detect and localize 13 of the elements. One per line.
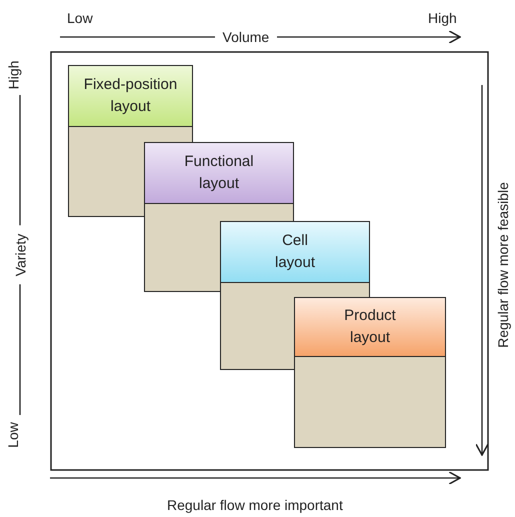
layout-name: Cell layout bbox=[274, 231, 316, 273]
layout-name: Fixed-position layout bbox=[82, 75, 178, 117]
layout-type-box bbox=[294, 297, 446, 357]
axis-title: Volume bbox=[214, 29, 278, 45]
layout-name: Product layout bbox=[343, 306, 397, 348]
axis-note: Regular flow more important bbox=[167, 497, 343, 513]
axis-end-label: Low bbox=[67, 10, 93, 26]
layout-type-box bbox=[220, 221, 370, 283]
axis-end-label: High bbox=[428, 10, 457, 26]
layout-type-box bbox=[144, 142, 294, 204]
layout-type-box bbox=[68, 65, 193, 127]
layout-name: Functional layout bbox=[183, 152, 255, 194]
axis-note: Regular flow more feasible bbox=[494, 182, 511, 348]
